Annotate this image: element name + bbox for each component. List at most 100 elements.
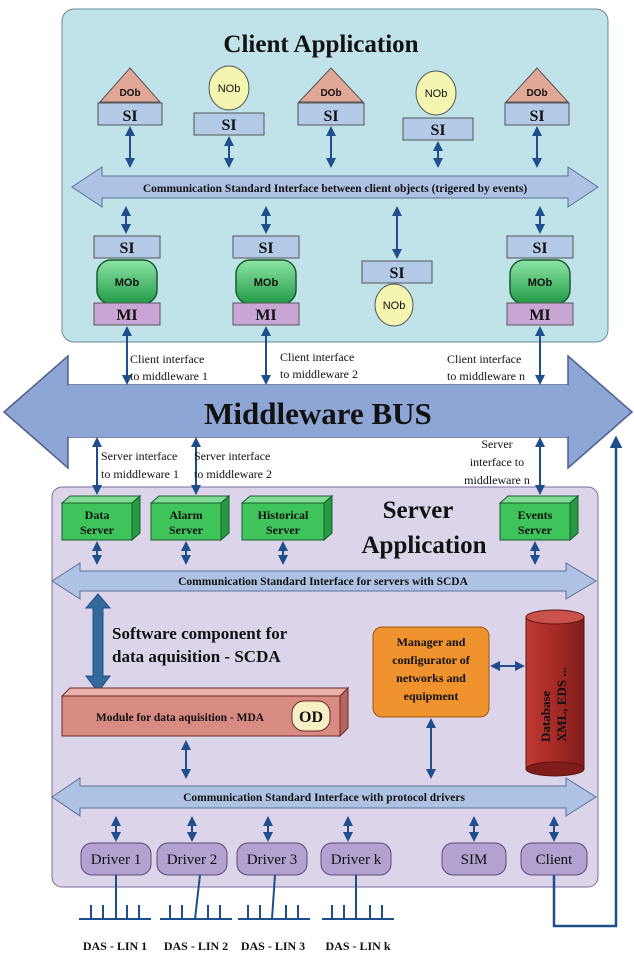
- svg-text:Client interface: Client interface: [130, 352, 204, 366]
- historical-server: Historical Server: [240, 494, 334, 542]
- svg-text:XML, EDS ...: XML, EDS ...: [554, 667, 569, 742]
- das-networks: [79, 874, 394, 920]
- middleware-bus-label: Middleware BUS: [204, 396, 432, 431]
- client-interface-label-n: Client interface to middleware n: [447, 352, 525, 383]
- svg-text:Driver 3: Driver 3: [247, 852, 297, 868]
- od-badge: [291, 700, 331, 732]
- svg-text:NOb: NOb: [383, 300, 406, 312]
- client-communication-bus: [71, 166, 599, 208]
- svg-text:Client interface: Client interface: [280, 350, 354, 364]
- das-label-1: DAS - LIN 1: [83, 939, 147, 953]
- client-interface-label-1: Client interface to middleware 1: [130, 352, 208, 383]
- mda-module: Module for data aquisition - MDA OD: [60, 686, 350, 738]
- svg-text:SI: SI: [221, 117, 236, 134]
- client-manager-object-1: SI MOb MI: [93, 235, 161, 326]
- svg-text:OD: OD: [299, 709, 323, 726]
- server-interface-label-2: Server interface to middleware 2: [194, 449, 272, 481]
- svg-text:middleware n: middleware n: [464, 473, 530, 487]
- svg-text:SI: SI: [122, 108, 137, 125]
- svg-text:to middleware 2: to middleware 2: [194, 467, 272, 481]
- server-middleware-connectors: [92, 437, 545, 495]
- client-driver: Client: [520, 842, 588, 876]
- svg-text:to middleware 2: to middleware 2: [280, 367, 358, 381]
- svg-text:SI: SI: [389, 265, 404, 282]
- svg-text:Server: Server: [266, 523, 301, 537]
- svg-text:MOb: MOb: [254, 277, 279, 289]
- svg-text:SI: SI: [323, 108, 338, 125]
- svg-text:Historical: Historical: [258, 508, 309, 522]
- das-label-k: DAS - LIN k: [325, 939, 390, 953]
- svg-text:Driver 1: Driver 1: [91, 852, 141, 868]
- manager-configurator: Manager and configurator of networks and…: [372, 626, 490, 718]
- svg-text:SI: SI: [119, 240, 134, 257]
- svg-text:SI: SI: [529, 108, 544, 125]
- client-bus-label: Communication Standard Interface between…: [143, 183, 528, 195]
- scda-bus-label: Communication Standard Interface for ser…: [178, 576, 469, 588]
- driver-1: Driver 1: [80, 842, 152, 876]
- svg-text:Server: Server: [80, 523, 115, 537]
- svg-text:MI: MI: [529, 307, 550, 324]
- driver-k: Driver k: [320, 842, 392, 876]
- scda-communication-bus: [51, 562, 597, 600]
- svg-text:Driver 2: Driver 2: [167, 852, 217, 868]
- client-manager-object-2: SI MOb MI: [232, 235, 300, 326]
- svg-text:Events: Events: [518, 508, 553, 522]
- data-server: Data Server: [60, 494, 142, 542]
- client-title: Client Application: [223, 31, 418, 58]
- svg-text:MOb: MOb: [115, 277, 140, 289]
- client-object-1: DOb SI: [97, 67, 163, 126]
- svg-text:Database: Database: [538, 690, 553, 742]
- driver-3: Driver 3: [236, 842, 308, 876]
- client-object-5: DOb SI: [504, 67, 570, 126]
- das-label-3: DAS - LIN 3: [241, 939, 305, 953]
- das-label-2: DAS - LIN 2: [164, 939, 228, 953]
- client-middleware-connectors: [122, 326, 545, 385]
- svg-text:DOb: DOb: [320, 88, 341, 99]
- server-title-line1: Server: [383, 497, 454, 524]
- server-title-line2: Application: [361, 532, 486, 559]
- svg-text:SI: SI: [258, 240, 273, 257]
- server-application-panel: [51, 486, 599, 888]
- client-notification-object: SI NOb: [361, 260, 433, 327]
- events-server: Events Server: [498, 494, 580, 542]
- svg-text:Data: Data: [85, 508, 110, 522]
- svg-text:NOb: NOb: [218, 83, 241, 95]
- svg-text:Alarm: Alarm: [169, 508, 202, 522]
- svg-text:to middleware 1: to middleware 1: [130, 369, 208, 383]
- mda-label: Module for data aquisition - MDA: [96, 712, 265, 724]
- client-loopback-connector: [552, 435, 623, 928]
- svg-text:Client: Client: [536, 852, 573, 868]
- scda-label-line1: Software component for: [112, 624, 288, 643]
- driver-communication-bus: [51, 777, 597, 817]
- svg-text:SI: SI: [532, 240, 547, 257]
- server-interface-label-1: Server interface to middleware 1: [101, 449, 179, 481]
- client-bottom-connectors: [121, 206, 545, 259]
- svg-text:to middleware 1: to middleware 1: [101, 467, 179, 481]
- svg-text:Server: Server: [169, 523, 204, 537]
- driver-bus-label: Communication Standard Interface with pr…: [183, 792, 465, 804]
- svg-text:networks and: networks and: [396, 671, 466, 685]
- server-bus-connectors: [92, 541, 540, 565]
- database-cylinder: Database XML, EDS ...: [525, 609, 585, 777]
- svg-text:Driver k: Driver k: [331, 852, 382, 868]
- svg-text:equipment: equipment: [404, 689, 459, 703]
- svg-text:Manager and: Manager and: [397, 635, 466, 649]
- svg-text:DOb: DOb: [119, 88, 140, 99]
- svg-text:Server: Server: [481, 437, 512, 451]
- scda-label-line2: data aquisition - SCDA: [112, 647, 281, 666]
- client-manager-object-3: SI MOb MI: [506, 235, 574, 326]
- svg-text:Server: Server: [518, 523, 553, 537]
- client-interface-label-2: Client interface to middleware 2: [280, 350, 358, 381]
- svg-text:MI: MI: [255, 307, 276, 324]
- svg-text:Client interface: Client interface: [447, 352, 521, 366]
- svg-text:MI: MI: [116, 307, 137, 324]
- svg-text:Server interface: Server interface: [101, 449, 177, 463]
- client-object-4: NOb SI: [402, 70, 474, 141]
- svg-text:SIM: SIM: [461, 852, 488, 868]
- driver-2: Driver 2: [156, 842, 228, 876]
- alarm-server: Alarm Server: [149, 494, 231, 542]
- client-object-3: DOb SI: [297, 67, 365, 126]
- svg-text:DOb: DOb: [526, 88, 547, 99]
- server-interface-label-n: Server interface to middleware n: [464, 437, 530, 487]
